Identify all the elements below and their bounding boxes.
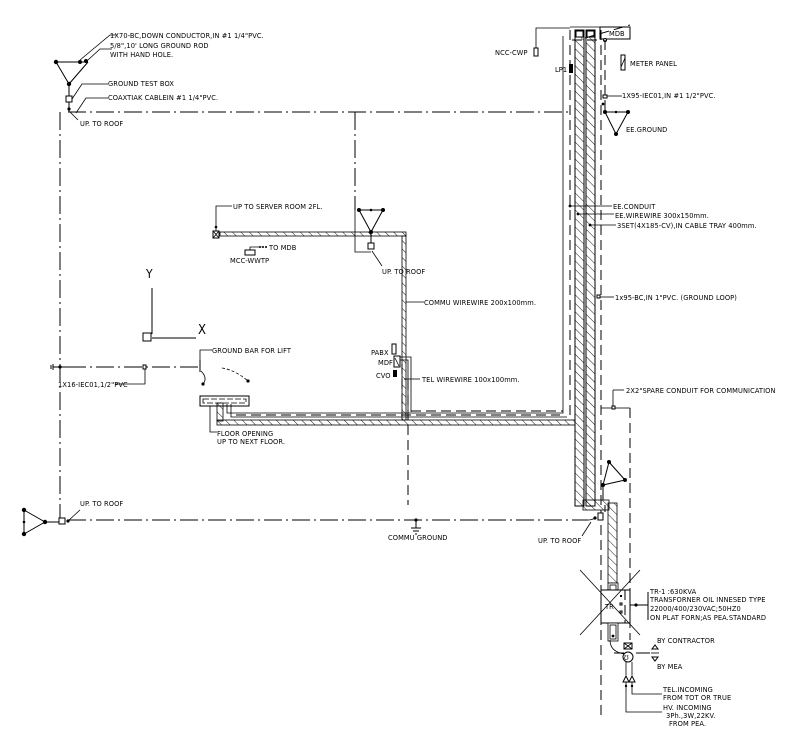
- up-to-roof-label-mid: UP. TO ROOF: [382, 267, 425, 276]
- hv-incoming-label-1: HV. INCOMING: [663, 703, 712, 712]
- axis-x-label: X: [198, 323, 206, 338]
- mdf-label: MDF: [378, 358, 393, 367]
- ground-test-box: [65, 95, 73, 103]
- tel-incoming-label-2: FROM TOT OR TRUE: [663, 693, 731, 702]
- hv-incoming-label-2: 3Ph.,3W,22KV.: [666, 711, 715, 720]
- telecom-panels: [391, 343, 563, 412]
- floor-opening-label-2: UP TO NEXT FLOOR.: [217, 437, 285, 446]
- up-to-roof-label-bl: UP. TO ROOF: [80, 499, 123, 508]
- up-to-roof-label-br: UP. TO ROOF: [538, 536, 581, 545]
- ee-wireway-label: EE.WIREWIRE 300x150mm.: [615, 211, 709, 220]
- lp1-label: LP1: [555, 65, 567, 74]
- ground-loop-label: 1x95-BC,IN 1"PVC. (GROUND LOOP): [615, 293, 737, 302]
- mdb-panel: [570, 24, 631, 112]
- commu-ground-label: COMMU GROUND: [388, 533, 448, 542]
- to-mdb-label: TO MDB: [268, 243, 297, 252]
- commu-wireway: [212, 205, 407, 421]
- ground-rod-mid: [354, 208, 385, 267]
- iec-1x16-label: 1X16-IEC01,1/2"PVC: [58, 380, 128, 389]
- up-to-roof-label-tl: UP. TO ROOF: [80, 119, 123, 128]
- main-riser: [569, 29, 602, 720]
- spare-conduit-label: 2X2"SPARE CONDUIT FOR COMMUNICATION: [626, 386, 776, 395]
- ground-test-box-label: GROUND TEST BOX: [108, 79, 174, 88]
- by-mea-label: BY MEA: [657, 662, 683, 671]
- meter-panel: [620, 54, 626, 71]
- ncc-cwp: [533, 27, 570, 57]
- ee-conduit-label: EE.CONDUIT: [613, 202, 656, 211]
- ee-ground: [601, 94, 630, 136]
- mcc-wwtp: [244, 246, 268, 256]
- ncc-cwp-label: NCC-CWP: [495, 48, 528, 57]
- floor-opening-label-1: FLOOR OPENING: [217, 429, 273, 438]
- cvo-label: CVO: [376, 371, 391, 380]
- axis-y-label: Y: [145, 267, 153, 281]
- coaxial-cable-label: COAXTIAK CABLEIN #1 1/4"PVC.: [108, 93, 218, 102]
- transformer-label-3: 22000/400/230VAC;50HZ0: [650, 604, 741, 613]
- lp1-panel: [569, 64, 573, 73]
- iec-1x95-label: 1X95-IEC01,IN #1 1/2"PVC.: [622, 91, 716, 100]
- tel-incoming-label-1: TEL.INCOMING: [662, 685, 713, 694]
- by-contractor-label: BY CONTRACTOR: [657, 636, 715, 645]
- cable-tray-label: 3SET(4X185-CV),IN CABLE TRAY 400mm.: [617, 221, 757, 230]
- ground-rod-bottom-left: [21, 507, 81, 537]
- transformer-label-1: TR-1 :630KVA: [649, 587, 697, 596]
- commu-wireway-label: COMMU WIREWIRE 200x100mm.: [424, 298, 536, 307]
- transformer-tr1: [579, 569, 649, 642]
- mcc-wwtp-label: MCC-WWTP: [230, 256, 269, 265]
- incoming-service: Ʊ: [609, 639, 662, 713]
- transformer-label-4: ON PLAT FORN;AS PEA.STANDARD: [650, 613, 766, 622]
- transformer-label-2: TRANSFORNER OIL INNESED TYPE: [649, 595, 766, 604]
- lift-ground-line: [50, 349, 250, 386]
- meter-panel-label: METER PANEL: [630, 59, 677, 68]
- tel-wireway-label: TEL WIREWIRE 100x100mm.: [421, 375, 520, 384]
- down-conductor-label: 1X70-BC,DOWN CONDUCTOR,IN #1 1/4"PVC.: [110, 31, 264, 40]
- tr-tag-label: TR: [604, 602, 614, 611]
- ground-bar-lift-label: GROUND BAR FOR LIFT: [212, 346, 292, 355]
- ee-ground-label: EE.GROUND: [626, 125, 667, 134]
- spare-conduit: [601, 389, 631, 640]
- ground-rod-label-1: 5/8",10' LONG GROUND ROD: [110, 41, 209, 50]
- ee-leaders: [568, 204, 616, 299]
- ground-rod-top-left: [53, 34, 116, 121]
- ucs-axis-icon: [142, 288, 196, 342]
- ground-loop: [59, 111, 588, 521]
- svg-text:Ʊ: Ʊ: [624, 655, 629, 662]
- hv-incoming-label-3: FROM PEA.: [669, 719, 706, 728]
- ground-rod-label-2: WITH HAND HOLE.: [110, 50, 173, 59]
- floor-opening: [199, 36, 576, 505]
- pabx-label: PABX: [371, 348, 389, 357]
- commu-ground-symbol: [411, 518, 421, 535]
- up-to-server-label: UP TO SERVER ROOM 2FL.: [233, 202, 323, 211]
- mdb-label: MDB: [609, 29, 625, 38]
